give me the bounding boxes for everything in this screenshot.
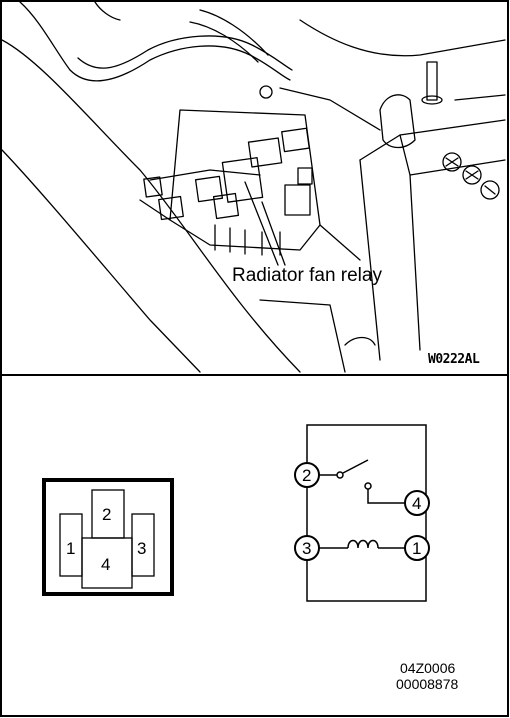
switch-output-lead <box>367 489 405 504</box>
coil-winding <box>347 539 379 549</box>
connector-pin-3-label: 3 <box>137 539 146 558</box>
relay-outline <box>306 424 427 602</box>
footer-code-2: 00008878 <box>396 676 459 692</box>
switch-contact-arm <box>342 459 369 474</box>
relay-schematic: 2 4 3 1 <box>294 424 430 602</box>
illustration-code: W0222AL <box>428 352 480 367</box>
connector-pin-1-label: 1 <box>66 539 75 558</box>
footer-code-1: 04Z0006 <box>400 660 456 676</box>
connector-housing <box>42 478 174 596</box>
terminal-1-label: 1 <box>412 539 421 558</box>
connector-pin-4 <box>81 537 133 589</box>
terminal-3-label: 3 <box>302 539 311 558</box>
terminal-2-label: 2 <box>302 466 311 485</box>
connector-face-view: 2 1 3 4 <box>42 478 174 596</box>
engine-bay-illustration <box>1 1 506 373</box>
terminal-4-label: 4 <box>412 494 421 513</box>
connector-pin-4-label: 4 <box>101 555 110 574</box>
radiator-fan-relay-callout: Radiator fan relay <box>232 265 382 286</box>
switch-contact <box>364 482 372 490</box>
switch-pivot <box>336 471 344 479</box>
connector-pin-2-label: 2 <box>102 505 111 524</box>
illustration-border <box>0 0 509 376</box>
